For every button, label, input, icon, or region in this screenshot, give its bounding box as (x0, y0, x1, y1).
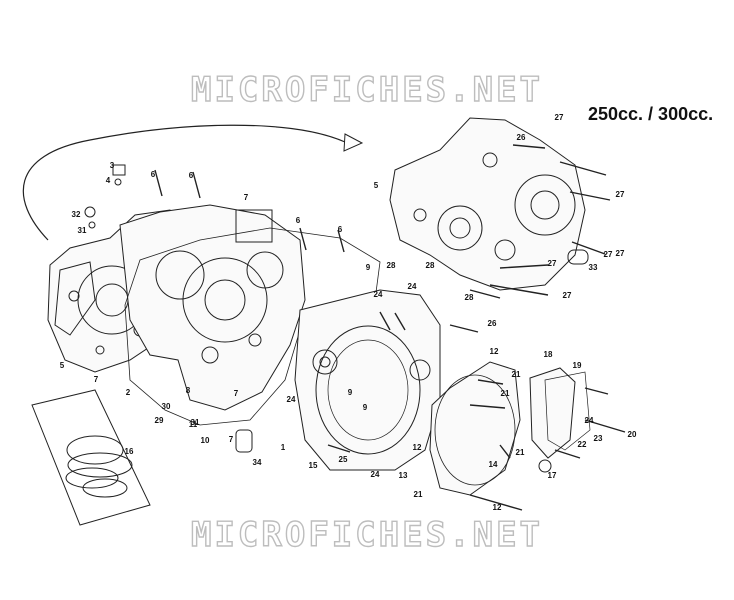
callout-12: 12 (413, 443, 422, 452)
callout-23: 23 (594, 434, 603, 443)
callout-31: 31 (78, 226, 87, 235)
callout-9: 9 (366, 263, 371, 272)
callout-7: 7 (94, 375, 99, 384)
callout-5: 5 (60, 361, 65, 370)
callout-27: 27 (616, 249, 625, 258)
watermark-top: MICROFICHES.NET (190, 69, 544, 110)
pump-gasket (544, 371, 591, 451)
centre-crankcase-half (119, 204, 306, 411)
callout-22: 22 (578, 440, 587, 449)
callout-28: 28 (465, 293, 474, 302)
callout-20: 20 (628, 430, 637, 439)
callout-14: 14 (489, 460, 498, 469)
callout-12: 12 (490, 347, 499, 356)
callout-31: 31 (191, 418, 200, 427)
callout-24: 24 (371, 470, 380, 479)
callout-28: 28 (387, 261, 396, 270)
plug-17 (538, 459, 552, 473)
callout-21: 21 (414, 490, 423, 499)
callout-3: 3 (110, 161, 115, 170)
outer-cover (429, 361, 521, 496)
dowel-34 (235, 429, 253, 453)
callout-30: 30 (162, 402, 171, 411)
callout-9: 9 (348, 388, 353, 397)
callout-7: 7 (234, 389, 239, 398)
callout-25: 25 (339, 455, 348, 464)
callout-1: 1 (281, 443, 286, 452)
callout-17: 17 (548, 471, 557, 480)
clutch-cover (294, 289, 441, 471)
callout-11: 11 (189, 420, 198, 429)
callout-6: 6 (151, 170, 156, 179)
bearing-33 (567, 249, 589, 265)
callout-34: 34 (253, 458, 262, 467)
callout-32: 32 (72, 210, 81, 219)
assembly-arrow-head (343, 133, 364, 152)
callout-7: 7 (229, 435, 234, 444)
callout-2: 2 (126, 388, 131, 397)
callout-19: 19 (573, 361, 582, 370)
callout-26: 26 (517, 133, 526, 142)
callout-24: 24 (408, 282, 417, 291)
callout-9: 9 (363, 403, 368, 412)
callout-6: 6 (296, 216, 301, 225)
callout-21: 21 (512, 370, 521, 379)
callout-21: 21 (516, 448, 525, 457)
callout-6: 6 (189, 171, 194, 180)
assembly-arrow (22, 124, 346, 241)
callout-27: 27 (548, 259, 557, 268)
callout-5: 5 (374, 181, 379, 190)
gasket-kit (31, 389, 151, 526)
bolts (154, 144, 626, 511)
callout-27: 27 (555, 113, 564, 122)
callout-6: 6 (338, 225, 343, 234)
callout-16: 16 (125, 447, 134, 456)
callout-4: 4 (106, 176, 111, 185)
plug-3 (112, 164, 126, 176)
watermark-bottom: MICROFICHES.NET (190, 514, 544, 555)
callout-10: 10 (201, 436, 210, 445)
pump-cover (529, 367, 576, 459)
upper-crankcase-assembly (389, 117, 586, 291)
callout-29: 29 (155, 416, 164, 425)
callout-24: 24 (287, 395, 296, 404)
callout-33: 33 (589, 263, 598, 272)
callout-27: 27 (616, 190, 625, 199)
callout-21: 21 (501, 389, 510, 398)
washer-4 (114, 178, 122, 186)
callout-7: 7 (244, 193, 249, 202)
callout-12: 12 (493, 503, 502, 512)
callout-26: 26 (488, 319, 497, 328)
engine-size-title: 250cc. / 300cc. (588, 104, 714, 124)
callout-24: 24 (585, 416, 594, 425)
callout-8: 8 (186, 386, 191, 395)
callout-13: 13 (399, 471, 408, 480)
washer-31 (88, 221, 96, 229)
callout-24: 24 (374, 290, 383, 299)
callout-15: 15 (309, 461, 318, 470)
callout-28: 28 (426, 261, 435, 270)
plug-32 (84, 206, 96, 218)
callout-27: 27 (563, 291, 572, 300)
callout-18: 18 (544, 350, 553, 359)
callout-27: 27 (604, 250, 613, 259)
